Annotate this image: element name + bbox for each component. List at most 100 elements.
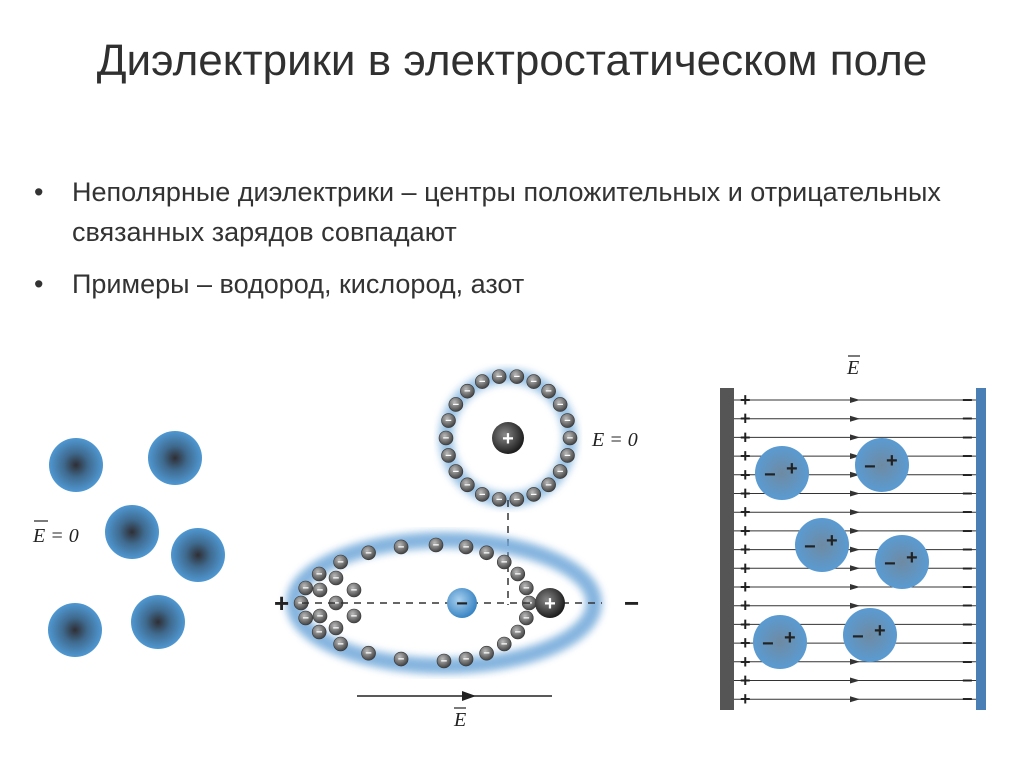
electron-sign: − xyxy=(557,466,563,478)
electron xyxy=(458,651,474,667)
electron-cloud-deformed: −−−−−−−−−−−−−−−−−−−−−−−−−−−−−−− xyxy=(293,537,537,669)
electron xyxy=(562,430,578,446)
electron xyxy=(436,653,452,669)
arrowhead-icon xyxy=(850,415,860,422)
plate-plus-sign: + xyxy=(740,596,751,616)
electron xyxy=(541,383,556,399)
dipole-atom xyxy=(843,608,897,662)
electron-sign: − xyxy=(567,433,573,445)
electron xyxy=(510,624,526,640)
dipole-plus-sign: + xyxy=(786,458,798,480)
bullet-examples: Примеры – водород, кислород, азот xyxy=(30,264,990,304)
atom xyxy=(171,528,225,582)
plate-minus-sign: − xyxy=(962,484,973,504)
electron-sign: − xyxy=(316,627,322,639)
electron xyxy=(393,539,409,555)
plate-minus-sign: − xyxy=(962,671,973,691)
electron-sign: − xyxy=(523,582,529,594)
electron-sign: − xyxy=(479,376,485,388)
electron-sign: − xyxy=(445,415,451,427)
figure-atom-polarization: −−−−−−−−−−−−−−−−−−−−−− + E = 0 −−−−−−−−−… xyxy=(274,369,639,730)
dipole-minus-sign: − xyxy=(864,456,876,478)
dipole-minus-sign: − xyxy=(884,553,896,575)
electron-sign: − xyxy=(483,648,489,660)
arrowhead-icon xyxy=(850,527,860,534)
negative-plate xyxy=(976,388,986,710)
nucleus-shifted xyxy=(535,588,565,618)
plate-plus-sign: + xyxy=(740,558,751,578)
electron xyxy=(518,580,534,596)
plate-minus-sign: − xyxy=(962,614,973,634)
plate-minus-sign: − xyxy=(962,390,973,410)
plate-signs: +−+−+−+−+−+−+−+−+−+−+−+−+−+−+−+−+− xyxy=(740,390,973,709)
bullet-list: Неполярные диэлектрики – центры положите… xyxy=(30,172,990,316)
dipole-minus-sign: − xyxy=(852,626,864,648)
electron-ring-top: −−−−−−−−−−−−−−−−−−−−−− xyxy=(438,369,578,507)
electron xyxy=(438,430,454,446)
plus-side-sign: + xyxy=(274,588,289,618)
slide-title: Диэлектрики в электростатическом поле xyxy=(96,36,928,85)
electron xyxy=(448,464,464,479)
arrowhead-icon xyxy=(850,658,860,665)
electron xyxy=(346,582,362,598)
electron-sign: − xyxy=(298,598,304,610)
dipoles: −+−+−+−+−+−+ xyxy=(753,438,929,669)
electron-sign: − xyxy=(545,386,551,398)
plate-plus-sign: + xyxy=(740,633,751,653)
minus-side-sign: − xyxy=(624,588,639,618)
electron xyxy=(460,383,475,399)
arrowhead-icon xyxy=(850,471,860,478)
arrowhead-icon xyxy=(850,696,860,703)
electron-sign: − xyxy=(453,399,459,411)
electron-sign: − xyxy=(365,648,371,660)
electron xyxy=(298,580,313,596)
arrowhead-icon xyxy=(850,509,860,516)
electron-sign: − xyxy=(496,494,502,506)
plate-plus-sign: + xyxy=(740,577,751,597)
arrowhead-icon xyxy=(850,490,860,497)
plate-plus-sign: + xyxy=(740,614,751,634)
arrowhead-icon xyxy=(850,434,860,441)
electron-sign: − xyxy=(443,433,449,445)
electron xyxy=(361,645,376,661)
electron xyxy=(526,374,542,389)
figure-capacitor-dipoles: E +−+−+−+−+−+−+−+−+−+−+−+−+−+−+−+−+− −+−… xyxy=(720,355,986,710)
plate-plus-sign: + xyxy=(740,540,751,560)
plate-plus-sign: + xyxy=(740,502,751,522)
arrowhead-icon xyxy=(850,584,860,590)
plate-plus-sign: + xyxy=(740,689,751,709)
electron xyxy=(541,477,556,493)
electron xyxy=(328,570,344,586)
plate-plus-sign: + xyxy=(740,465,751,485)
dipole-plus-sign: + xyxy=(906,547,918,569)
electron-sign: − xyxy=(496,371,502,383)
electron xyxy=(552,464,568,479)
arrowhead-icon xyxy=(850,397,860,403)
plate-plus-sign: + xyxy=(740,409,751,429)
plate-minus-sign: − xyxy=(962,446,973,466)
electron xyxy=(458,539,474,555)
electron xyxy=(552,397,568,412)
electron-sign: − xyxy=(515,569,521,581)
dipole-atom xyxy=(875,535,929,589)
electron xyxy=(491,492,507,507)
electron-sign: − xyxy=(398,541,404,553)
electron-sign: − xyxy=(514,371,520,383)
electron-sign: − xyxy=(531,489,537,501)
electron xyxy=(361,545,376,561)
dipole-minus-sign: − xyxy=(764,464,776,486)
dipole-minus-sign: − xyxy=(762,633,774,655)
electron xyxy=(479,545,494,561)
electron xyxy=(491,369,507,384)
electron-sign: − xyxy=(317,585,323,597)
nucleus-top xyxy=(492,422,524,454)
nucleus-shifted-sign: + xyxy=(544,593,556,615)
electron xyxy=(428,537,444,553)
electron xyxy=(298,610,313,626)
electron-sign: − xyxy=(501,556,507,568)
electron xyxy=(441,448,456,463)
plate-plus-sign: + xyxy=(740,390,751,410)
electron xyxy=(509,369,525,384)
electron-sign: − xyxy=(365,547,371,559)
atom xyxy=(48,603,102,657)
